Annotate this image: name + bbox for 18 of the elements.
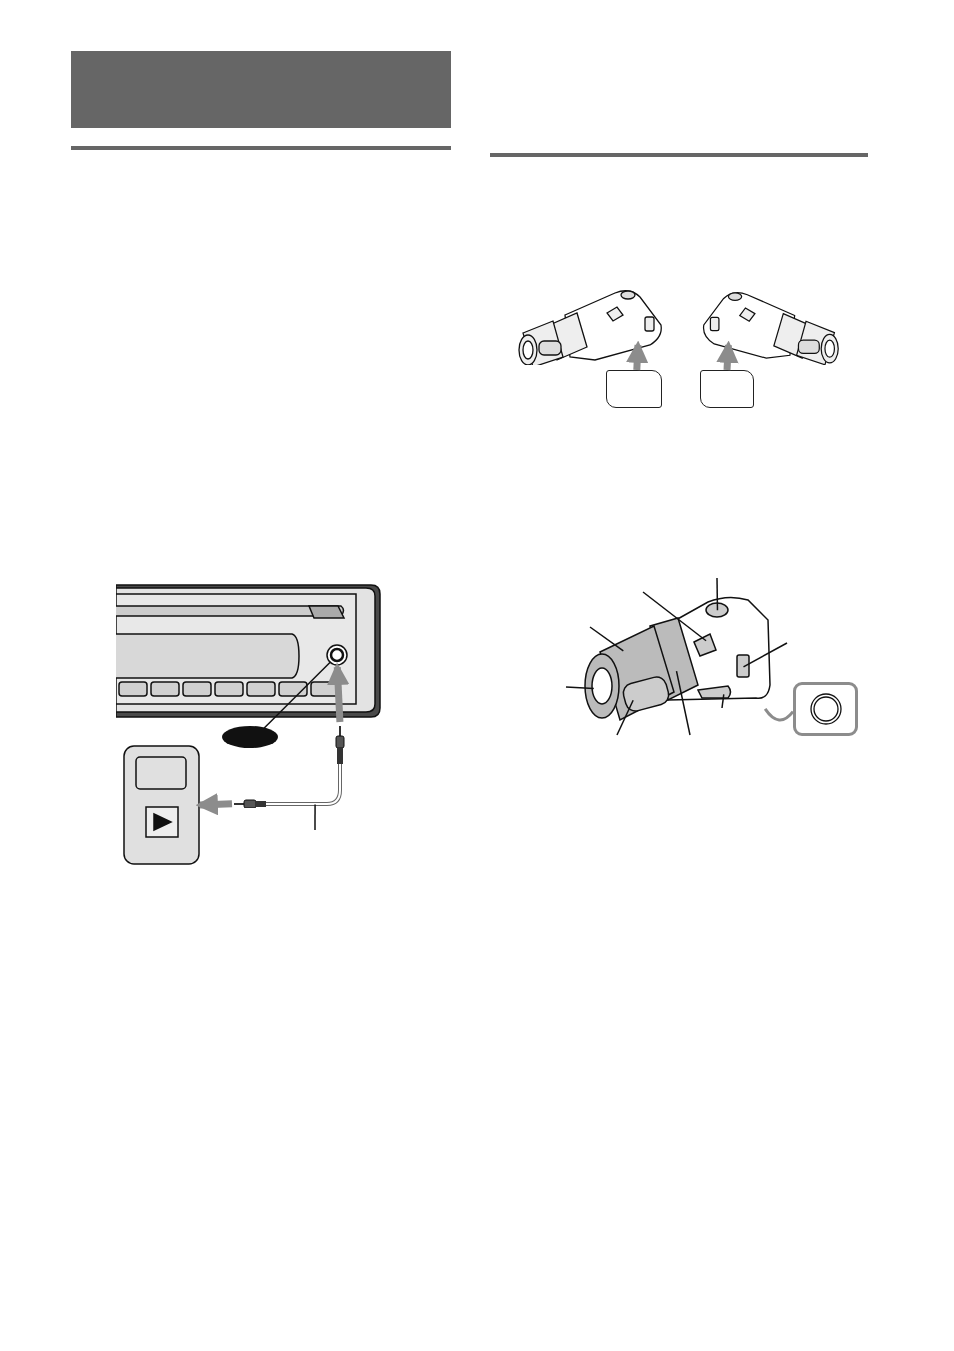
button-inset	[793, 682, 858, 736]
leader-line	[565, 686, 595, 690]
sticker-card	[606, 370, 662, 408]
car-stereo-drawing	[116, 584, 381, 718]
leader-line	[721, 693, 725, 709]
label-oval	[222, 726, 278, 748]
leader-line	[742, 642, 788, 668]
portable-player-drawing	[123, 745, 200, 865]
leader-line	[589, 626, 625, 652]
arrow	[716, 340, 739, 371]
sticker-card	[700, 370, 754, 408]
leader-line	[675, 670, 691, 736]
leader-line	[616, 699, 634, 736]
leader-line	[642, 591, 707, 642]
leader-line	[314, 803, 316, 831]
arrow	[625, 340, 649, 371]
arrow	[195, 793, 233, 816]
leader-line	[716, 577, 719, 612]
